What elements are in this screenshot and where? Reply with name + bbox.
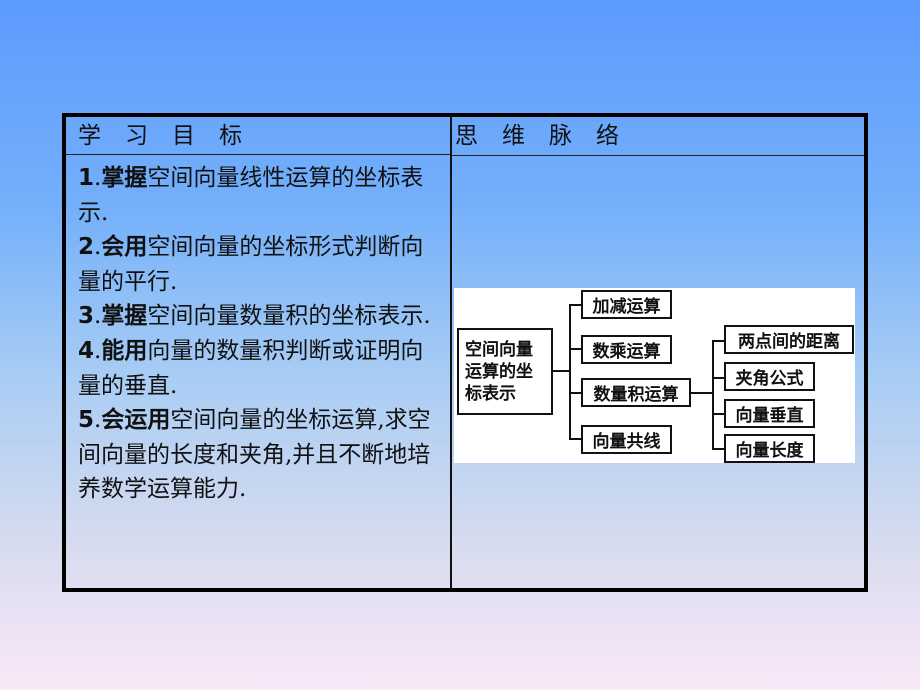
column-divider [450,117,452,588]
node-distance: 两点间的距离 [724,325,854,354]
node-collinear: 向量共线 [581,425,672,454]
root-node: 空间向量运算的坐标表示 [457,328,553,415]
connector [712,448,724,450]
objective-item: 3.掌握空间向量数量积的坐标表示. [78,303,431,330]
objective-item: 5.会运用空间向量的坐标运算,求空间向量的长度和夹角,并且不断地培养数学运算能力… [78,407,431,503]
connector [569,348,581,350]
connector [712,377,724,379]
objective-item: 4.能用向量的数量积判断或证明向量的垂直. [78,337,424,399]
node-length: 向量长度 [724,434,815,463]
node-dot-product: 数量积运算 [581,378,691,407]
header-learning-objectives: 学习目标 [66,117,451,155]
connector [553,370,571,372]
connector [691,392,714,394]
node-scalar-multiply: 数乘运算 [581,335,672,364]
node-add-subtract: 加减运算 [581,290,672,319]
connector [712,340,714,450]
connector [712,340,724,342]
objective-item: 1.掌握空间向量线性运算的坐标表示. [78,165,424,226]
connector [569,392,581,394]
node-perpendicular: 向量垂直 [724,399,815,428]
mind-map-diagram: 空间向量运算的坐标表示 加减运算 数乘运算 数量积运算 向量共线 两点间的距离 … [454,288,855,463]
objective-item: 2.会用空间向量的坐标形式判断向量的平行. [78,234,424,295]
connector [569,304,581,306]
node-angle-formula: 夹角公式 [724,362,815,391]
connector [712,413,724,415]
header-mind-map: 思维脉络 [452,117,864,156]
objectives-table: 学习目标 思维脉络 1.掌握空间向量线性运算的坐标表示. 2.会用空间向量的坐标… [62,113,868,592]
connector [569,438,581,440]
objectives-list: 1.掌握空间向量线性运算的坐标表示. 2.会用空间向量的坐标形式判断向量的平行.… [78,161,438,507]
connector [569,304,571,440]
